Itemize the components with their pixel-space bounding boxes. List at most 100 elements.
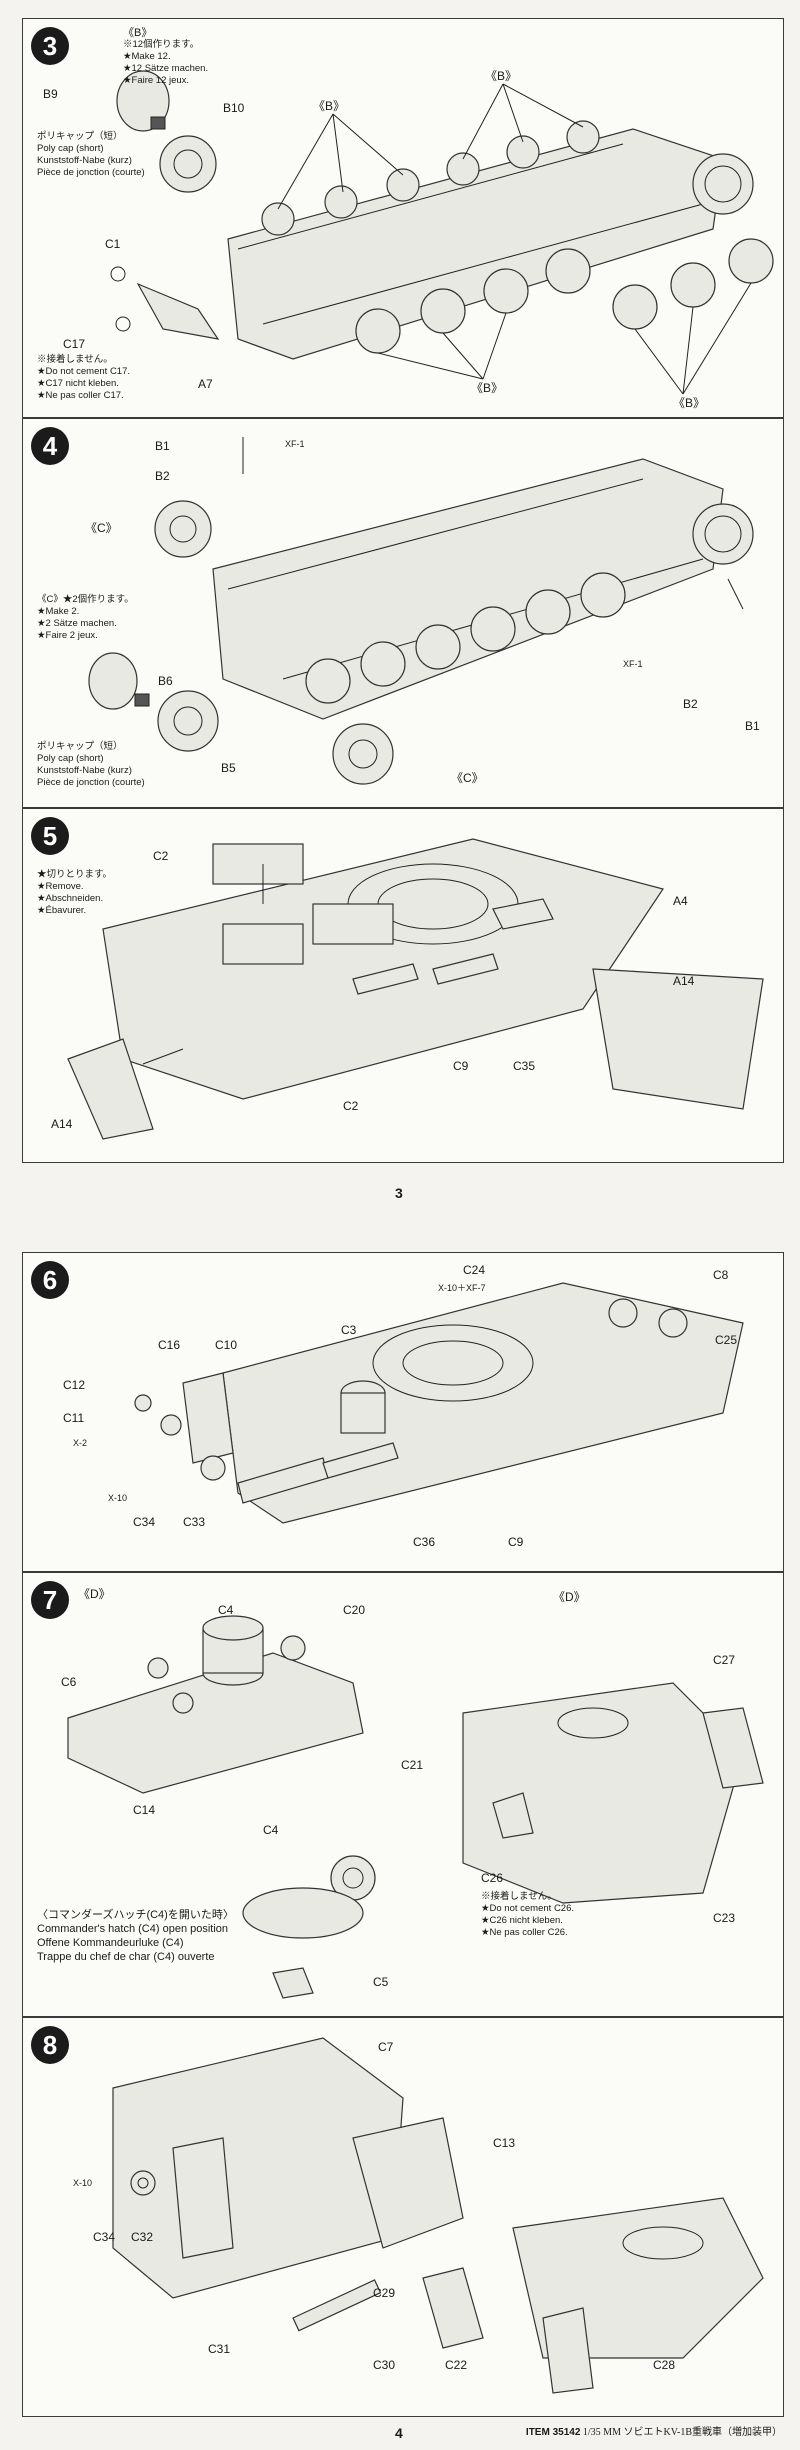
part-label: X-10 bbox=[73, 2178, 93, 2188]
step-3-illustration bbox=[110, 70, 774, 395]
step-8-illustration bbox=[112, 2037, 764, 2394]
part-label: 《B》 bbox=[673, 396, 706, 410]
part-label: A14 bbox=[51, 1117, 73, 1131]
part-label: C25 bbox=[715, 1333, 738, 1347]
part-label: C27 bbox=[713, 1653, 736, 1667]
part-label: C12 bbox=[63, 1378, 86, 1392]
note-line: ★12 Sätze machen. bbox=[123, 63, 209, 74]
part-label: C14 bbox=[133, 1803, 156, 1817]
note-line: ※12個作ります。 bbox=[123, 39, 200, 50]
group-tag-b: 《B》 bbox=[123, 27, 153, 39]
part-label: B2 bbox=[155, 469, 170, 483]
part-label: C31 bbox=[208, 2342, 231, 2356]
part-label: C5 bbox=[373, 1975, 389, 1989]
part-label: B6 bbox=[158, 674, 173, 688]
note-line: 〈コマンダーズハッチ(C4)を開いた時〉 bbox=[37, 1909, 234, 1921]
part-label: C4 bbox=[218, 1603, 234, 1617]
note-line: ★Ébavurer. bbox=[37, 905, 87, 916]
part-label: C22 bbox=[445, 2358, 468, 2372]
part-label: C8 bbox=[713, 1268, 729, 1282]
part-label: B9 bbox=[43, 87, 58, 101]
part-label: C4 bbox=[263, 1823, 279, 1837]
note-line: Offene Kommandeurluke (C4) bbox=[37, 1937, 184, 1949]
step-number-badge: 6 bbox=[31, 1261, 69, 1299]
part-label: C9 bbox=[453, 1059, 469, 1073]
part-label: C10 bbox=[215, 1338, 238, 1352]
part-label: A7 bbox=[198, 377, 213, 391]
part-label: C9 bbox=[508, 1535, 524, 1549]
note-do-not-cement: ※接着しません。 ★Do not cement C26. ★C26 nicht … bbox=[481, 1891, 574, 1939]
step-4-illustration bbox=[88, 437, 754, 785]
note-line: ★C26 nicht kleben. bbox=[481, 1915, 563, 1926]
part-label: C24 bbox=[463, 1263, 486, 1277]
part-label: C35 bbox=[513, 1059, 536, 1073]
note-line: ★Make 2. bbox=[37, 606, 80, 617]
part-label: 《D》 bbox=[78, 1587, 111, 1601]
instruction-page-3: 3 《B》 ※12個作ります。 ★Make 12. ★12 Sätze mach… bbox=[0, 0, 800, 1215]
part-label: B1 bbox=[745, 719, 760, 733]
note-line: ★Remove. bbox=[37, 881, 84, 892]
part-label: C3 bbox=[341, 1323, 357, 1337]
step-number-badge: 7 bbox=[31, 1581, 69, 1619]
part-label: C2 bbox=[153, 849, 169, 863]
step-7-panel: 7 《D》 C4 C20 C6 C14 《D》 C27 C21 C26 C23 … bbox=[22, 1572, 784, 2017]
note-line: ★Abschneiden. bbox=[37, 893, 104, 904]
note-line: Pièce de jonction (courte) bbox=[37, 777, 145, 788]
part-label: X-10 bbox=[108, 1493, 128, 1503]
part-label: B2 bbox=[683, 697, 698, 711]
page-number: 3 bbox=[395, 1185, 403, 1201]
footer-item-title: ITEM 35142 1/35 MM ソビエトKV-1B重戦車（増加装甲） bbox=[526, 2423, 782, 2438]
part-label: C29 bbox=[373, 2286, 396, 2300]
part-label: 《C》 bbox=[451, 771, 484, 785]
note-make-2: 《C》★2個作ります。 ★Make 2. ★2 Sätze machen. ★F… bbox=[37, 594, 134, 642]
instruction-page-4: 6 C24 X-10＋XF-7 C8 C16 C10 C3 C25 C12 C1… bbox=[0, 1235, 800, 2450]
part-label: C23 bbox=[713, 1911, 736, 1925]
part-label: 《B》 bbox=[471, 381, 504, 395]
part-label: C21 bbox=[401, 1758, 424, 1772]
part-label: C17 bbox=[63, 337, 86, 351]
step-number-badge: 5 bbox=[31, 817, 69, 855]
step-7-illustration bbox=[67, 1615, 764, 1999]
note-line: Pièce de jonction (courte) bbox=[37, 167, 145, 178]
part-label: B1 bbox=[155, 439, 170, 453]
note-line: ポリキャップ（短） bbox=[37, 131, 123, 142]
part-label: C30 bbox=[373, 2358, 396, 2372]
note-line: ★Make 12. bbox=[123, 51, 171, 62]
step-5-illustration bbox=[67, 838, 764, 1140]
note-remove: ★切りとります。 ★Remove. ★Abschneiden. ★Ébavure… bbox=[37, 869, 112, 917]
road-wheels-lower bbox=[355, 238, 774, 354]
part-label: C28 bbox=[653, 2358, 676, 2372]
part-label: C34 bbox=[93, 2230, 116, 2244]
step-number-badge: 4 bbox=[31, 427, 69, 465]
note-line: Kunststoff-Nabe (kurz) bbox=[37, 155, 132, 166]
note-line: Trappe du chef de char (C4) ouverte bbox=[37, 1951, 215, 1963]
note-line: ★Do not cement C26. bbox=[481, 1903, 575, 1914]
step-5-panel: 5 ★切りとります。 ★Remove. ★Abschneiden. ★Ébavu… bbox=[22, 808, 784, 1163]
part-label: C26 bbox=[481, 1871, 504, 1885]
part-label: C16 bbox=[158, 1338, 181, 1352]
note-line: ※接着しません。 bbox=[481, 1891, 557, 1902]
step-number-badge: 3 bbox=[31, 27, 69, 65]
note-line: ★C17 nicht kleben. bbox=[37, 378, 119, 389]
part-label: C34 bbox=[133, 1515, 156, 1529]
part-label: C13 bbox=[493, 2136, 516, 2150]
part-label: B10 bbox=[223, 101, 245, 115]
step-4-panel: 4 《C》★2個作ります。 ★Make 2. ★2 Sätze machen. … bbox=[22, 418, 784, 808]
note-line: 《C》★2個作ります。 bbox=[37, 594, 134, 605]
page-number: 4 bbox=[395, 2425, 403, 2441]
part-label: C1 bbox=[105, 237, 121, 251]
road-wheels bbox=[305, 572, 626, 704]
step-8-panel: 8 C7 C13 X-10 C34 C32 C29 C31 C30 C22 C2… bbox=[22, 2017, 784, 2417]
part-label: 《B》 bbox=[313, 99, 346, 113]
part-label: X-2 bbox=[73, 1438, 88, 1448]
note-line: Commander's hatch (C4) open position bbox=[37, 1923, 229, 1935]
note-line: ★Faire 12 jeux. bbox=[123, 75, 190, 86]
note-polycap: ポリキャップ（短） Poly cap (short) Kunststoff-Na… bbox=[37, 741, 145, 789]
note-line: Poly cap (short) bbox=[37, 143, 104, 154]
note-line: Poly cap (short) bbox=[37, 753, 104, 764]
note-polycap: ポリキャップ（短） Poly cap (short) Kunststoff-Na… bbox=[37, 131, 145, 179]
note-line: ★切りとります。 bbox=[37, 869, 113, 880]
step-6-illustration bbox=[134, 1282, 744, 1524]
footer-kit-title: 1/35 MM ソビエトKV-1B重戦車（増加装甲） bbox=[582, 2427, 782, 2438]
note-line: ※接着しません。 bbox=[37, 354, 113, 365]
